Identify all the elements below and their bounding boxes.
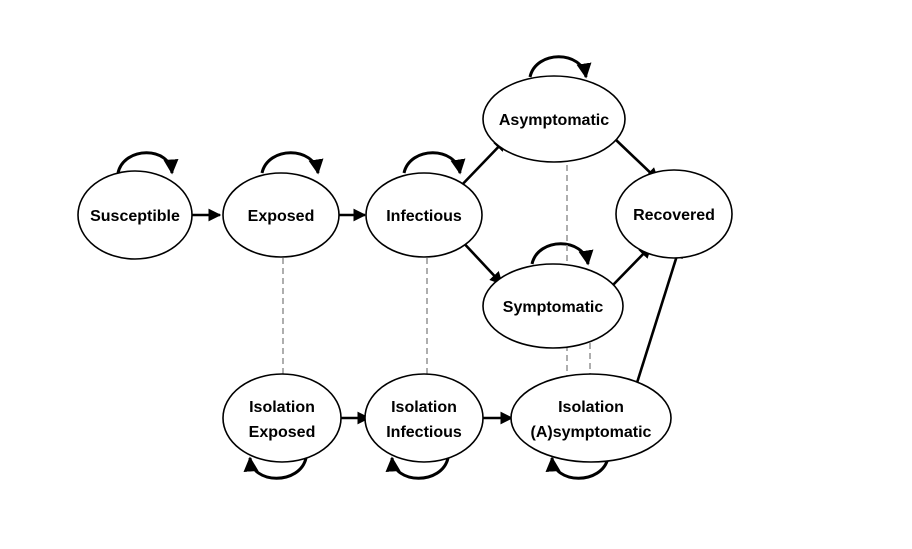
node-shape	[615, 169, 733, 259]
node-recovered: Recovered	[615, 169, 733, 259]
node-shape	[364, 373, 484, 463]
node-shape	[510, 373, 672, 463]
node-asymptomatic: Asymptomatic	[482, 75, 626, 163]
self-loop-asymptomatic	[528, 55, 592, 79]
node-infectious: Infectious	[365, 172, 483, 258]
node-shape	[222, 172, 340, 258]
node-susceptible: Susceptible	[77, 170, 193, 260]
self-loop-isolation-asymptomatic	[545, 456, 610, 480]
node-shape	[365, 172, 483, 258]
node-isolation-exposed: Isolation Exposed	[222, 373, 342, 463]
node-label-line-1: Isolation	[558, 399, 624, 416]
node-exposed: Exposed	[222, 172, 340, 258]
edge-infectious-to-symptomatic	[458, 237, 503, 285]
node-label-line-2: (A)symptomatic	[531, 424, 652, 441]
node-shape	[482, 75, 626, 163]
self-loop-exposed	[260, 151, 324, 175]
self-loops	[116, 55, 610, 480]
node-label-line-2: Infectious	[386, 424, 462, 441]
node-label: Recovered	[633, 207, 715, 224]
node-shape	[482, 263, 624, 349]
node-isolation-asymptomatic: Isolation (A)symptomatic	[510, 373, 672, 463]
node-label-line-1: Isolation	[249, 399, 315, 416]
node-label-line-1: Isolation	[391, 399, 457, 416]
node-label: Susceptible	[90, 208, 180, 225]
self-loop-isolation-exposed	[243, 456, 308, 480]
node-shape	[77, 170, 193, 260]
node-label: Infectious	[386, 208, 462, 225]
edge-infectious-to-asymptomatic	[456, 138, 507, 191]
node-label: Asymptomatic	[499, 112, 609, 129]
edge-isolation-asymptomatic-to-recovered	[634, 244, 683, 387]
node-symptomatic: Symptomatic	[482, 263, 624, 349]
node-label-line-2: Exposed	[249, 424, 316, 441]
self-loop-infectious	[402, 151, 466, 175]
node-shape	[222, 373, 342, 463]
self-loop-isolation-infectious	[385, 456, 450, 480]
node-isolation-infectious: Isolation Infectious	[364, 373, 484, 463]
node-label: Symptomatic	[503, 299, 604, 316]
node-label: Exposed	[248, 208, 315, 225]
self-loop-symptomatic	[530, 242, 594, 266]
self-loop-susceptible	[116, 151, 179, 175]
solid-edges	[186, 138, 683, 425]
